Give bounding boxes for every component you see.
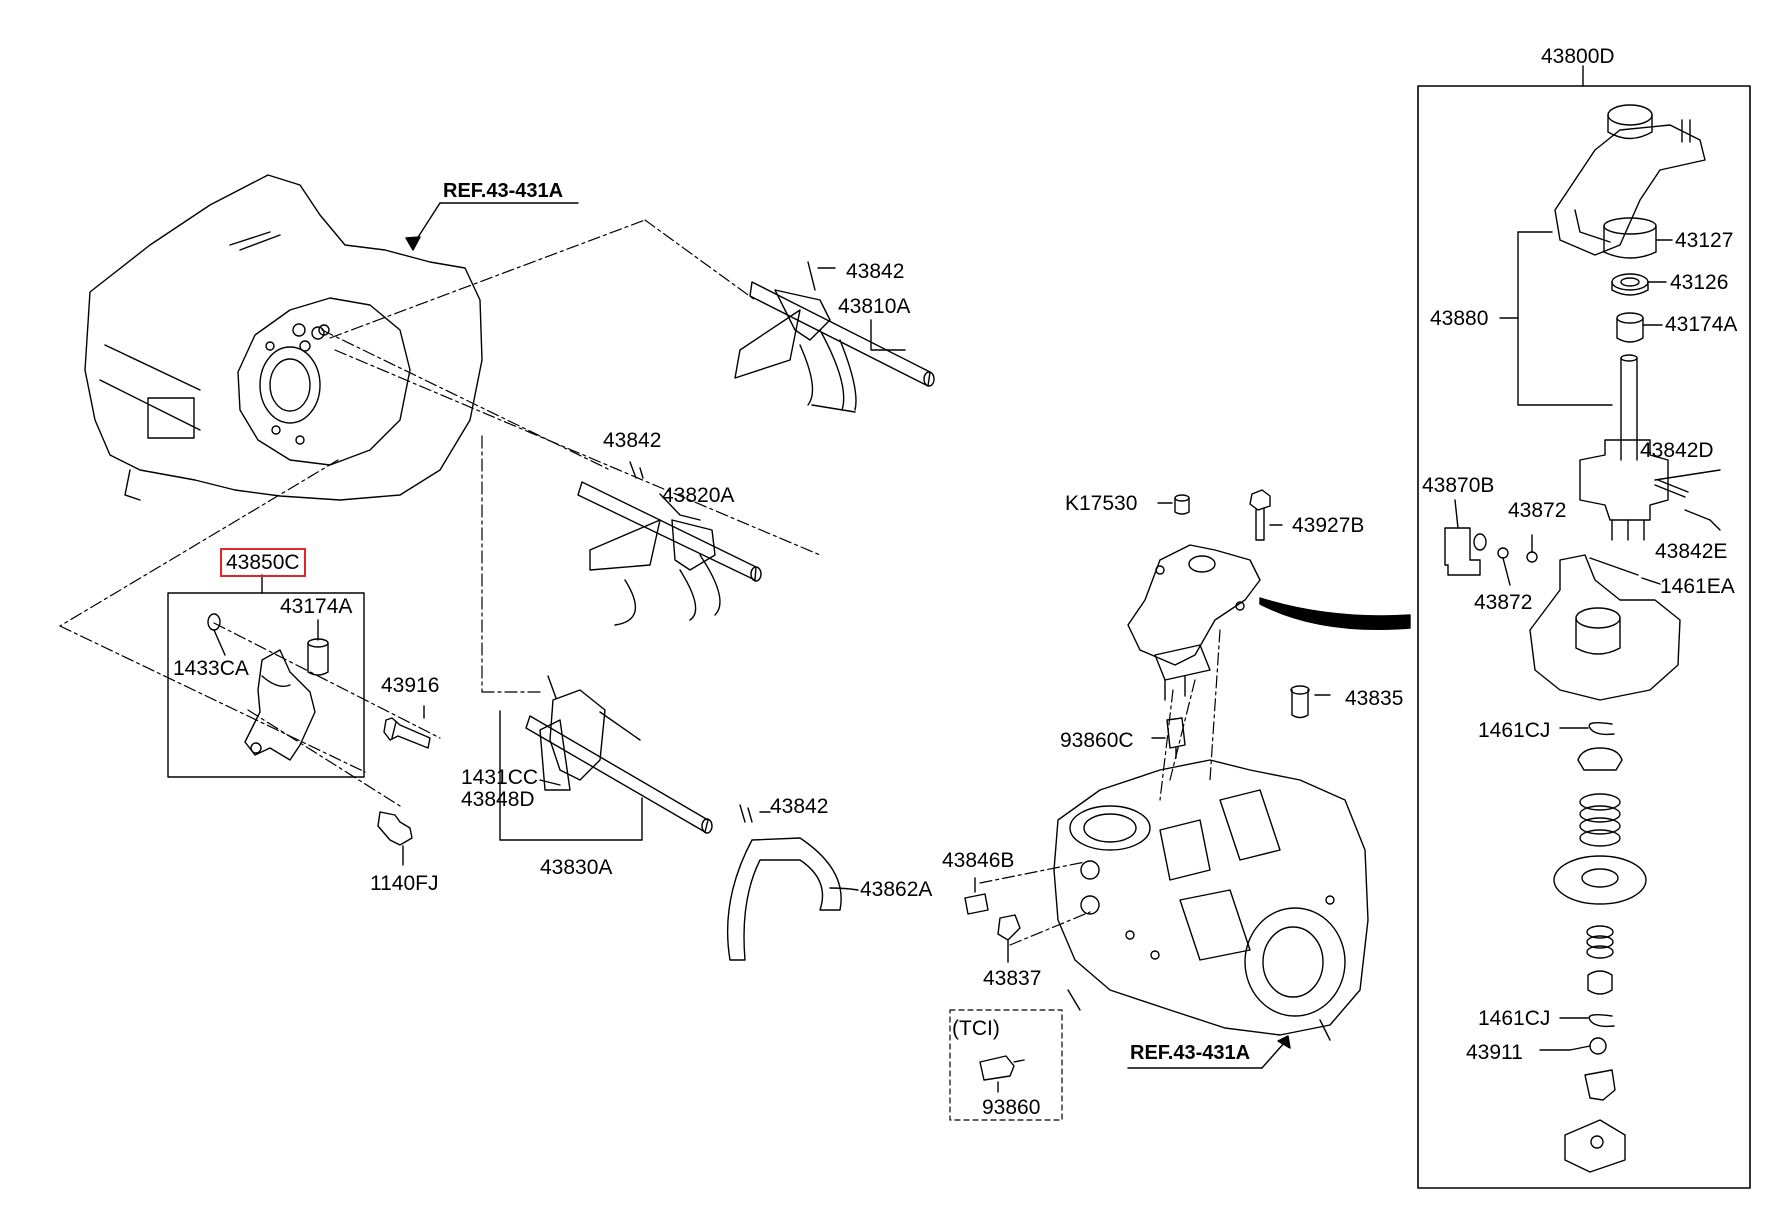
label-43830A: 43830A: [540, 856, 613, 879]
fork-43810A: [734, 261, 935, 413]
label-43842E: 43842E: [1655, 540, 1728, 563]
label-43174A-left: 43174A: [280, 595, 353, 618]
label-43842-2: 43842: [603, 429, 662, 452]
label-43126: 43126: [1670, 271, 1729, 294]
label-43837: 43837: [983, 967, 1042, 990]
housing-cover: [1529, 554, 1681, 701]
plug-43835: [1290, 685, 1331, 719]
label-43842-3: 43842: [770, 795, 829, 818]
leader-arrow-43800D: [1259, 597, 1411, 630]
assembly-box-43850C: [167, 592, 365, 778]
label-93860: 93860: [982, 1096, 1041, 1119]
label-tci: (TCI): [952, 1017, 1000, 1040]
clip-1461CJ-a: [1588, 721, 1615, 736]
assembly-box-43800D: [1417, 85, 1751, 1189]
dash-guides: [59, 219, 1221, 946]
washer-43872-a: [1497, 547, 1509, 559]
label-43916: 43916: [381, 674, 440, 697]
label-43848D: 43848D: [461, 788, 535, 811]
label-43927B: 43927B: [1292, 514, 1365, 537]
label-1431CC: 1431CC: [461, 766, 539, 789]
ref-label-bottom: REF.43-431A: [1130, 1042, 1251, 1064]
label-43872-b: 43872: [1474, 591, 1533, 614]
plug-K17530: [1157, 494, 1190, 515]
transmission-case-left: [84, 174, 483, 501]
tci-box: [949, 1009, 1063, 1121]
fork-43862A: [726, 804, 842, 961]
bolt-43916: [383, 705, 431, 749]
label-43842-1: 43842: [846, 260, 905, 283]
label-43862A: 43862A: [860, 878, 933, 901]
label-1461EA: 1461EA: [1660, 575, 1735, 598]
bolt-1140FJ: [377, 811, 413, 866]
label-43911: 43911: [1466, 1041, 1523, 1064]
transmission-case-right: [1053, 759, 1369, 1041]
rod-43830A: [525, 675, 713, 834]
part-43837: [997, 914, 1021, 963]
shift-shaft: [1579, 354, 1669, 541]
label-1461CJ-b: 1461CJ: [1478, 1007, 1551, 1030]
part-43850C: [207, 613, 329, 761]
shift-cover-housing: [1127, 544, 1261, 701]
label-43800D: 43800D: [1541, 45, 1615, 68]
plug-43846B: [964, 877, 989, 915]
label-43842D: 43842D: [1640, 439, 1714, 462]
washer-43872-b: [1526, 551, 1538, 563]
part-43911: [1539, 1037, 1626, 1173]
label-1461CJ-a: 1461CJ: [1478, 719, 1551, 742]
shift-lever: [1554, 104, 1706, 256]
label-43820A: 43820A: [662, 484, 735, 507]
label-93860C: 93860C: [1060, 729, 1134, 752]
label-43174A-right: 43174A: [1665, 313, 1738, 336]
bolt-43927B: [1249, 489, 1283, 541]
label-43880: 43880: [1430, 307, 1489, 330]
pins-43842: [1654, 469, 1721, 531]
ref-arrow-bottom-head: [1277, 1035, 1291, 1049]
label-43810A: 43810A: [838, 295, 911, 318]
label-1433CA: 1433CA: [173, 657, 249, 680]
sensor-93860: [979, 1055, 1025, 1093]
ref-label-top: REF.43-431A: [443, 180, 564, 202]
fork-43820A: [577, 461, 762, 626]
part-43126-seal: [1611, 273, 1667, 296]
label-1140FJ: 1140FJ: [370, 872, 439, 895]
part-43174A-bush: [1616, 312, 1663, 343]
label-43846B: 43846B: [942, 849, 1015, 872]
clip-1461CJ-b: [1588, 1013, 1615, 1028]
part-43127-cylinder: [1603, 217, 1673, 259]
label-43870B: 43870B: [1422, 474, 1495, 497]
ref-arrow-top-head: [405, 236, 421, 251]
label-43835: 43835: [1345, 687, 1404, 710]
label-43872-a: 43872: [1508, 499, 1567, 522]
label-43850C-highlighted[interactable]: 43850C: [220, 548, 306, 577]
part-43870B: [1444, 499, 1487, 576]
spring-stack: [1553, 747, 1647, 995]
label-43127: 43127: [1675, 229, 1734, 252]
label-K17530: K17530: [1065, 492, 1138, 515]
bracket-43880: [1517, 231, 1613, 406]
sensor-93860C: [1151, 717, 1186, 759]
